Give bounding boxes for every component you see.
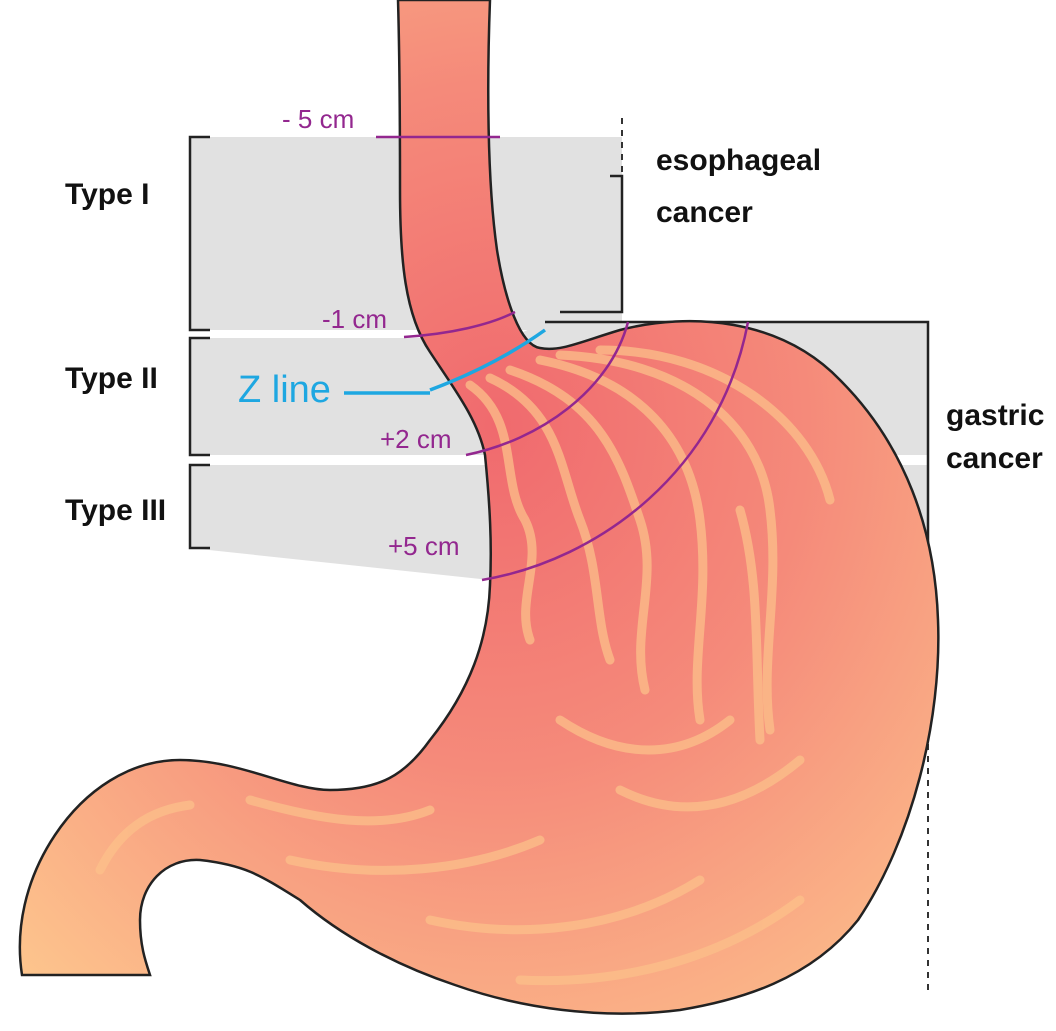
marker-label-minus5: - 5 cm <box>282 104 354 134</box>
marker-label-plus5: +5 cm <box>388 531 460 561</box>
gastric-label-line1: gastric <box>946 399 1044 432</box>
esophageal-label-line1: esophageal <box>656 144 821 177</box>
marker-label-minus1: -1 cm <box>322 304 387 334</box>
gastric-label-line2: cancer <box>946 442 1043 475</box>
type-i-label: Type I <box>65 178 149 211</box>
type-iii-label: Type III <box>65 494 166 527</box>
type-ii-label: Type II <box>65 362 158 395</box>
esophageal-label-line2: cancer <box>656 196 753 229</box>
marker-label-plus2: +2 cm <box>380 424 452 454</box>
z-line-label: Z line <box>238 369 331 411</box>
